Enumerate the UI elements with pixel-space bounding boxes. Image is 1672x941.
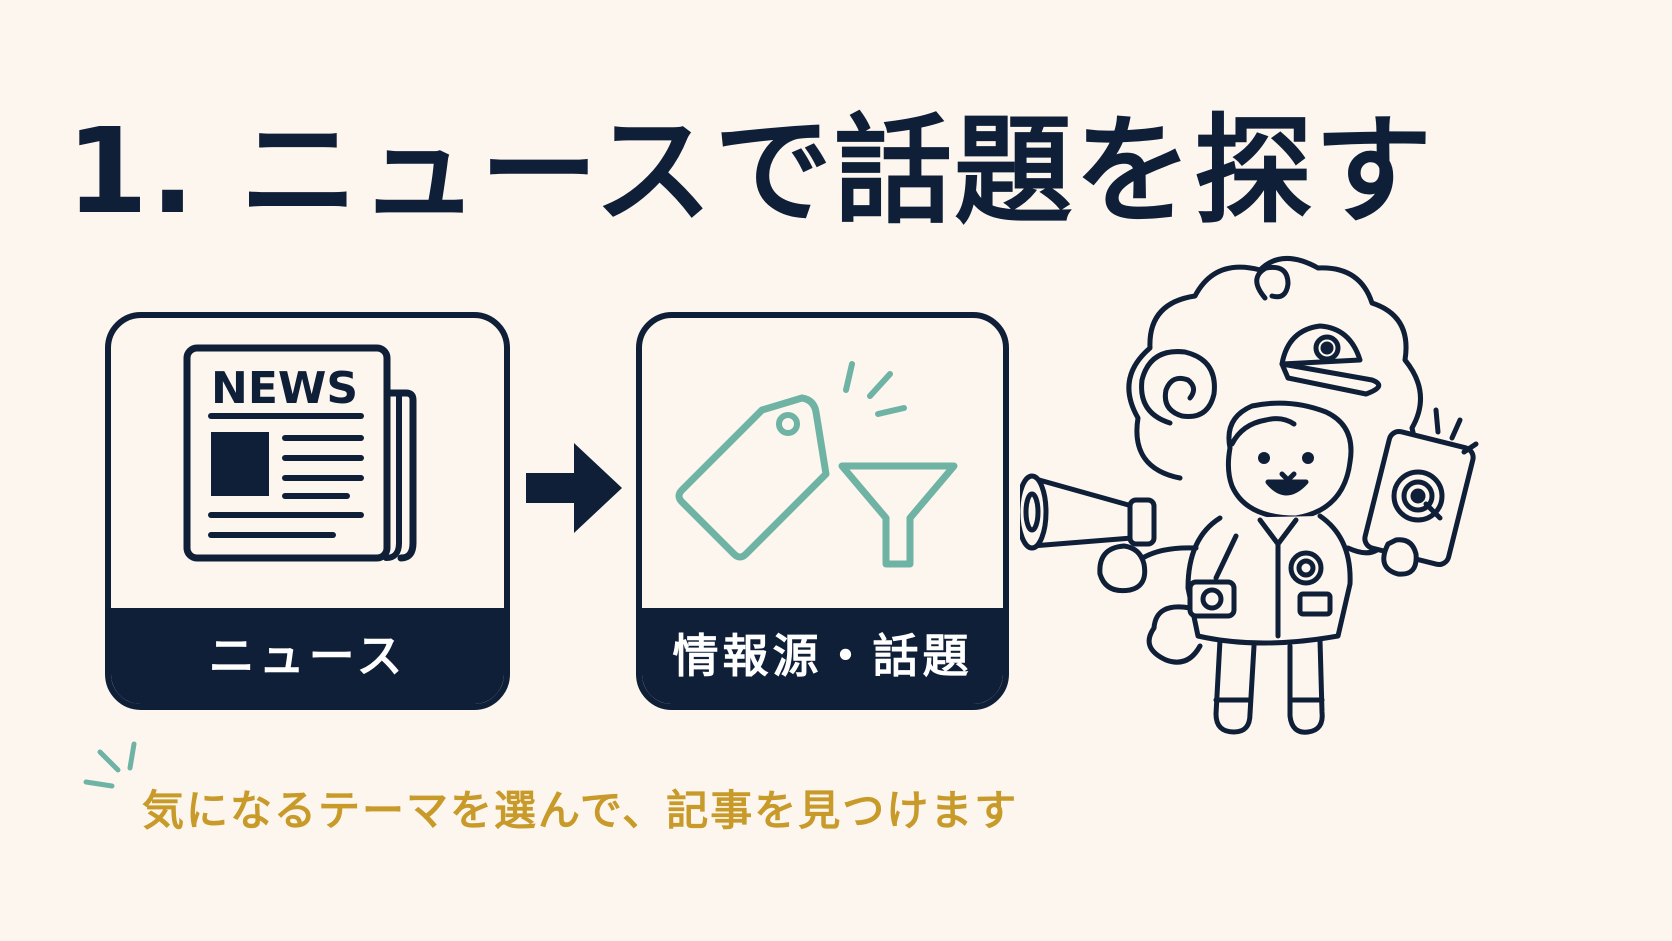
tag-and-funnel-icon [642, 318, 1003, 608]
right-arrow-icon [526, 443, 622, 533]
slide-caption: 気になるテーマを選んで、記事を見つけます [142, 786, 1019, 835]
news-card: NEWS ニュース [105, 312, 510, 710]
sparkle-icon [83, 741, 137, 789]
sources-topics-card: 情報源・話題 [636, 312, 1009, 710]
newspaper-masthead: NEWS [211, 363, 358, 414]
sheep-mascot-with-megaphone-icon [967, 248, 1600, 808]
news-card-label: ニュース [111, 608, 504, 704]
slide-title: 1. ニュースで話題を探す [66, 102, 1435, 240]
sources-topics-label: 情報源・話題 [642, 608, 1003, 704]
newspaper-icon: NEWS [111, 318, 504, 608]
